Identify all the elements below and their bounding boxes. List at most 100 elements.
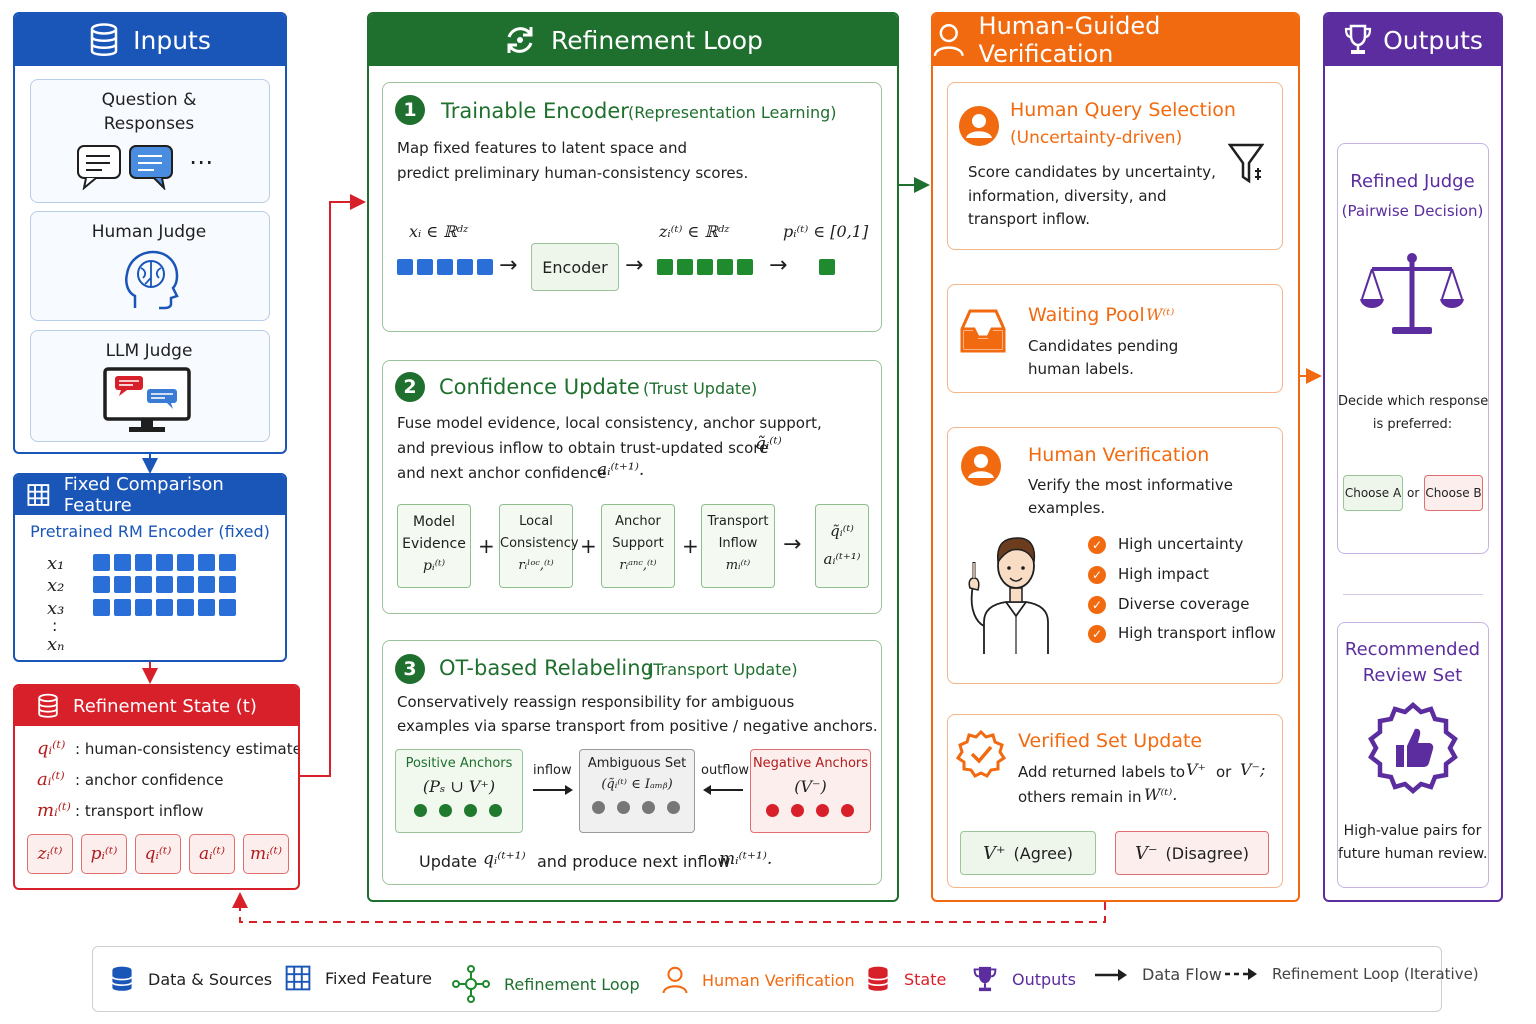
review-set-title-2: Review Set bbox=[1362, 665, 1463, 686]
step2-desc-3-math: aᵢ⁽ᵗ⁺¹⁾. bbox=[597, 460, 645, 480]
refined-judge-subtitle: (Pairwise Decision) bbox=[1341, 202, 1484, 220]
inputs-header: Inputs bbox=[15, 14, 285, 66]
qr-ellipsis: ⋯ bbox=[189, 148, 213, 176]
feature-cell bbox=[114, 554, 131, 571]
grid-icon bbox=[285, 965, 311, 991]
check-label-3: Diverse coverage bbox=[1118, 595, 1250, 613]
evidence-model-l1: Model bbox=[412, 514, 456, 530]
fixed-feature-header: Fixed Comparison Feature bbox=[15, 475, 285, 516]
feature-cell bbox=[198, 599, 215, 616]
feature-dots: : bbox=[52, 616, 58, 635]
check-item-1: ✓High uncertainty bbox=[1088, 535, 1243, 554]
vector-cell bbox=[417, 259, 433, 275]
vector-cell bbox=[657, 259, 673, 275]
vector-cell bbox=[737, 259, 753, 275]
check-label-4: High transport inflow bbox=[1118, 624, 1276, 642]
database-icon bbox=[111, 966, 133, 991]
funnel-icon bbox=[1228, 143, 1264, 184]
verified-desc-1-m1: V⁺ bbox=[1186, 760, 1206, 779]
feature-cell bbox=[219, 599, 236, 616]
waiting-pool-card: Waiting Pool W⁽ᵗ⁾ Candidates pending hum… bbox=[947, 284, 1283, 393]
anchor-dot bbox=[464, 804, 477, 817]
check-label-1: High uncertainty bbox=[1118, 535, 1244, 553]
choose-b-button[interactable]: Choose B bbox=[1424, 475, 1483, 511]
check-icon: ✓ bbox=[1088, 624, 1106, 643]
human-title: Human-Guided Verification bbox=[978, 12, 1161, 68]
check-icon: ✓ bbox=[1088, 595, 1106, 614]
arrow-state-to-loop bbox=[300, 194, 366, 777]
legend-human: Human Verification bbox=[662, 965, 855, 995]
update-text-1: Update bbox=[419, 852, 477, 871]
legend-flow: Data Flow bbox=[1094, 965, 1222, 984]
solid-arrow-icon bbox=[1095, 968, 1127, 981]
state-a-desc: : anchor confidence bbox=[75, 771, 224, 789]
vector-cell bbox=[397, 259, 413, 275]
feature-x2: x₂ bbox=[47, 575, 65, 596]
human-header: Human-Guided Verification bbox=[933, 12, 1298, 68]
evidence-local-math: rᵢˡᵒᶜ,⁽ᵗ⁾ bbox=[518, 558, 554, 573]
plus-1: + bbox=[478, 534, 495, 558]
query-subtitle: (Uncertainty-driven) bbox=[1010, 128, 1183, 148]
legend-state: State bbox=[866, 965, 946, 993]
verification-desc-2: examples. bbox=[1028, 499, 1106, 517]
legend-outputs-label: Outputs bbox=[1012, 969, 1076, 989]
anchor-dot bbox=[489, 804, 502, 817]
state-chip-p: pᵢ⁽ᵗ⁾ bbox=[81, 834, 127, 874]
evidence-local-l1: Local bbox=[519, 514, 553, 529]
qr-card: Question & Responses ⋯ bbox=[30, 79, 270, 203]
feature-cell bbox=[156, 599, 173, 616]
step2-title: Confidence Update bbox=[439, 375, 640, 399]
choose-or: or bbox=[1407, 486, 1420, 500]
state-q-symbol: qᵢ⁽ᵗ⁾ bbox=[37, 738, 66, 759]
legend-loop: Refinement Loop bbox=[452, 965, 640, 1003]
state-chip-m: mᵢ⁽ᵗ⁾ bbox=[243, 834, 289, 874]
step3-title: OT-based Relabeling bbox=[439, 656, 654, 680]
feature-cell bbox=[93, 599, 110, 616]
feature-cell bbox=[177, 554, 194, 571]
feature-cell bbox=[135, 599, 152, 616]
fixed-feature-panel: Fixed Comparison Feature Pretrained RM E… bbox=[13, 473, 287, 662]
verified-desc-1-m2: V⁻; bbox=[1240, 760, 1266, 779]
person-pointing-icon bbox=[968, 537, 1049, 654]
feature-x3: x₃ bbox=[47, 598, 65, 619]
state-m-symbol: mᵢ⁽ᵗ⁾ bbox=[37, 800, 71, 821]
update-text-2: and produce next inflow bbox=[537, 852, 731, 871]
network-icon bbox=[452, 965, 490, 1003]
update-math-1: qᵢ⁽ᵗ⁺¹⁾ bbox=[483, 849, 526, 869]
agree-label: (Agree) bbox=[1013, 843, 1074, 863]
evidence-anchor-l1: Anchor bbox=[615, 514, 661, 529]
step1-subtitle: (Representation Learning) bbox=[628, 103, 837, 122]
legend-fixed-label: Fixed Feature bbox=[325, 968, 433, 988]
step1-score-cell bbox=[819, 259, 839, 279]
negative-anchors-box: Negative Anchors (V⁻) bbox=[750, 749, 871, 833]
inbox-icon bbox=[960, 309, 1006, 353]
step1-latent-vector bbox=[657, 259, 757, 279]
feature-cell bbox=[156, 576, 173, 593]
qr-label-1: Question & bbox=[101, 90, 197, 110]
evidence-box-model: Model Evidence pᵢ⁽ᵗ⁾ bbox=[397, 504, 471, 588]
waiting-pool-title: Waiting Pool bbox=[1028, 304, 1145, 326]
outputs-divider bbox=[1343, 594, 1483, 595]
verified-desc-2: others remain in bbox=[1018, 788, 1142, 806]
step3-card: 3 OT-based Relabeling (Transport Update)… bbox=[382, 640, 882, 885]
feature-row-3 bbox=[93, 599, 240, 620]
feature-row-1 bbox=[93, 554, 240, 575]
state-m-desc: : transport inflow bbox=[75, 802, 204, 820]
legend-data-label: Data & Sources bbox=[148, 969, 273, 989]
evidence-model-math: pᵢ⁽ᵗ⁾ bbox=[422, 558, 446, 574]
choose-a-button[interactable]: Choose A bbox=[1343, 475, 1403, 511]
refined-judge-desc-2: is preferred: bbox=[1372, 417, 1453, 432]
state-a-symbol: aᵢ⁽ᵗ⁾ bbox=[37, 769, 65, 790]
feature-cell bbox=[219, 554, 236, 571]
person-badge-icon bbox=[961, 446, 1001, 486]
step2-card: 2 Confidence Update (Trust Update) Fuse … bbox=[382, 360, 882, 614]
step1-input-vector bbox=[397, 259, 497, 279]
evidence-transport-l1: Transport bbox=[707, 514, 769, 529]
step2-desc-3: and next anchor confidence bbox=[397, 464, 607, 482]
choose-a-label: Choose A bbox=[1344, 486, 1402, 500]
query-desc-1: Score candidates by uncertainty, bbox=[968, 163, 1216, 181]
person-icon bbox=[933, 23, 964, 57]
state-chip-z: zᵢ⁽ᵗ⁾ bbox=[27, 834, 73, 874]
step1-arrow-2: → bbox=[625, 253, 644, 278]
step1-arrow-1: → bbox=[499, 253, 518, 278]
